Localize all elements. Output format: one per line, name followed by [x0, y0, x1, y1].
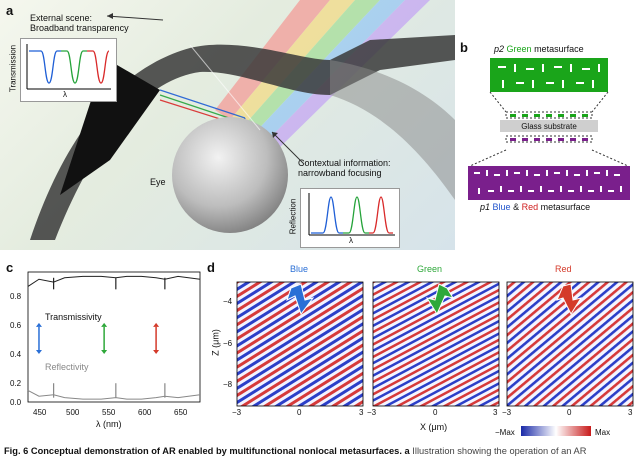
reflection-curves	[308, 193, 395, 236]
colorbar-max-label: Max	[595, 428, 611, 437]
colorbar	[521, 426, 591, 436]
d-ytick-1: −6	[223, 339, 233, 348]
transmission-inset: λ	[20, 38, 117, 102]
metasurface-diagram	[468, 58, 630, 200]
d-xtick-red-1: 0	[567, 408, 572, 417]
caption-part: a	[404, 446, 410, 456]
c-ytick-2: 0.4	[10, 350, 22, 359]
d-title-green: Green	[417, 264, 443, 274]
c-xtick-4: 650	[174, 408, 188, 417]
d-title-blue: Blue	[290, 264, 309, 274]
c-ytick-0: 0.8	[10, 292, 22, 301]
external-scene-arrow	[106, 13, 164, 21]
c-xtick-1: 500	[66, 408, 80, 417]
transmission-curves	[26, 44, 111, 90]
caption-title: Fig. 6 Conceptual demonstration of AR en…	[4, 446, 402, 456]
c-ytick-4: 0.0	[10, 398, 22, 407]
c-xtick-2: 550	[102, 408, 116, 417]
panel-a: a External scene: Broadband transparency…	[0, 0, 455, 250]
transmission-axis-label: Transmission	[8, 44, 18, 93]
glass-substrate-label: Glass substrate	[521, 122, 577, 131]
panel-c-label: c	[6, 260, 14, 275]
reflectivity-label: Reflectivity	[45, 362, 89, 372]
reflection-inset: λ	[300, 188, 400, 248]
panel-b: b p2 Green metasurface	[458, 38, 638, 212]
field-maps	[236, 281, 634, 436]
d-xtick-blue-2: 3	[359, 408, 364, 417]
contextual-arrow	[271, 131, 305, 165]
resonance-arrow-1	[101, 322, 108, 354]
arrow-blue	[286, 283, 315, 316]
transmissivity-label: Transmissivity	[45, 312, 102, 322]
d-ylabel: Z (μm)	[210, 329, 221, 356]
transmission-lambda: λ	[63, 90, 67, 99]
d-ytick-2: −8	[223, 380, 233, 389]
panel-d: d Blue Green Red	[205, 258, 640, 440]
eye-label: Eye	[150, 177, 166, 187]
resonance-arrow-2	[153, 322, 160, 354]
p1-blue-red-metasurface-label: p1 Blue & Red metasurface	[480, 202, 591, 212]
d-xtick-green-0: −3	[367, 408, 377, 417]
panel-a-label: a	[6, 3, 14, 18]
spectrum-chart	[27, 271, 201, 403]
d-xtick-blue-0: −3	[232, 408, 242, 417]
colorbar-min-label: −Max	[495, 428, 515, 437]
c-xtick-3: 600	[138, 408, 152, 417]
d-xtick-blue-1: 0	[297, 408, 302, 417]
d-xlabel: X (μm)	[420, 422, 448, 432]
contextual-text: Contextual information: narrowband focus…	[298, 158, 391, 178]
reflection-lambda: λ	[349, 236, 353, 245]
p2-green-metasurface-label: p2 Green metasurface	[494, 44, 584, 54]
panel-c: c Transmissivity Reflectivity λ (nm) 0.8…	[0, 258, 205, 440]
eye-sphere	[172, 117, 288, 233]
purple-metasurface	[468, 166, 630, 200]
d-xtick-red-0: −3	[502, 408, 512, 417]
d-xtick-green-1: 0	[433, 408, 438, 417]
ar-glasses-illustration	[30, 0, 455, 240]
c-ytick-1: 0.6	[10, 321, 22, 330]
reflection-axis-label: Reflection	[288, 198, 298, 235]
figure-caption: Fig. 6 Conceptual demonstration of AR en…	[4, 446, 636, 457]
glass-substrate	[500, 120, 598, 132]
d-xtick-green-2: 3	[493, 408, 498, 417]
c-xtick-0: 450	[33, 408, 47, 417]
d-xtick-red-2: 3	[628, 408, 633, 417]
green-metasurface	[490, 58, 608, 92]
c-xlabel: λ (nm)	[96, 419, 122, 429]
plot-frame	[27, 271, 201, 403]
panel-d-label: d	[207, 260, 215, 275]
resonance-arrow-0	[35, 322, 42, 354]
c-ytick-3: 0.2	[10, 379, 22, 388]
d-ytick-0: −4	[223, 297, 233, 306]
external-scene-text: External scene: Broadband transparency	[30, 13, 129, 33]
arrow-green	[425, 283, 455, 316]
arrow-red	[556, 283, 583, 316]
caption-rest: Illustration showing the operation of an…	[412, 446, 587, 456]
panel-b-label: b	[460, 40, 468, 55]
d-title-red: Red	[555, 264, 572, 274]
